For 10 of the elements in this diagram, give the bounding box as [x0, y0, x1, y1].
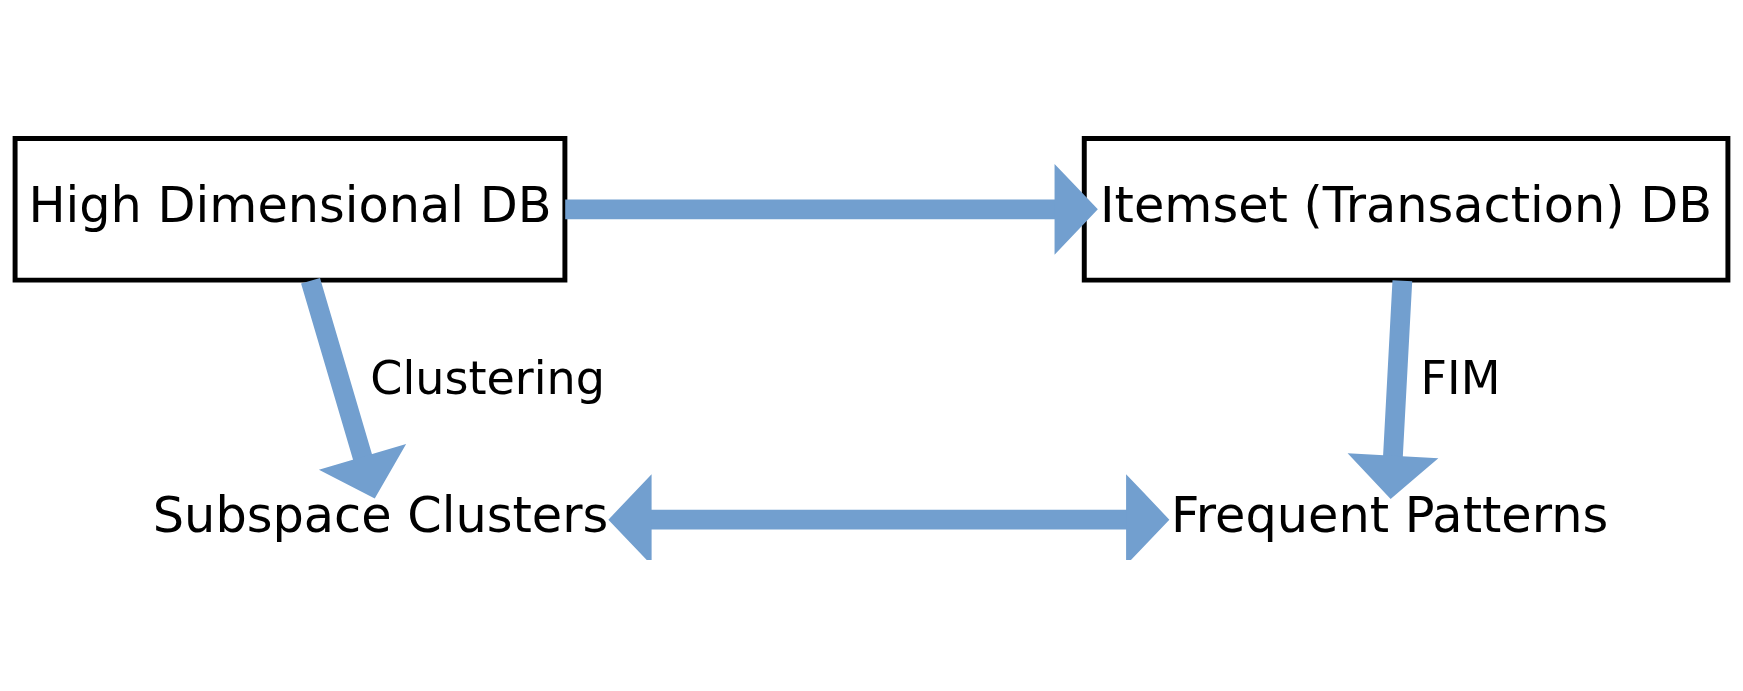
- node-box: High Dimensional DB: [12, 135, 568, 283]
- node-text: Subspace Clusters: [152, 485, 609, 544]
- node-text: Frequent Patterns: [1171, 485, 1609, 544]
- edge-label: FIM: [1420, 350, 1501, 405]
- arrow: [1347, 279, 1439, 499]
- arrow: [608, 473, 1170, 560]
- arrow: [301, 277, 407, 498]
- arrow: [565, 163, 1098, 255]
- node-box: Itemset (Transaction) DB: [1081, 135, 1731, 283]
- edge-label: Clustering: [370, 350, 606, 405]
